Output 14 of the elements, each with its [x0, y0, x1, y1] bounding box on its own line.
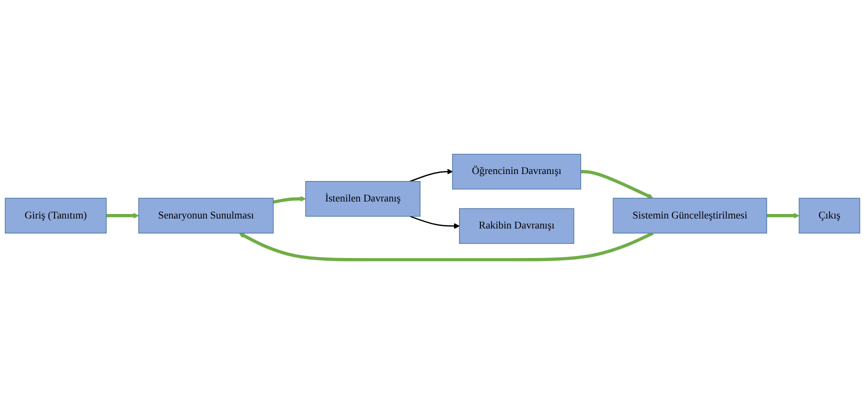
node-box: Çıkış: [798, 198, 860, 234]
node-box: Giriş (Tanıtım): [4, 198, 107, 234]
node-box: Sistemin Güncelleştirilmesi: [612, 198, 768, 234]
arrow: [410, 216, 460, 229]
arrow: [410, 168, 453, 182]
arrow: [238, 232, 654, 262]
arrow: [580, 170, 654, 199]
arrow: [766, 212, 800, 219]
node-box: Öğrencinin Davranışı: [452, 154, 582, 190]
node-box: İstenilen Davranış: [305, 181, 420, 217]
arrow: [106, 212, 139, 219]
arrow: [272, 196, 306, 204]
node-box: Senaryonun Sunulması: [138, 198, 274, 234]
node-box: Rakibin Davranışı: [459, 208, 574, 244]
